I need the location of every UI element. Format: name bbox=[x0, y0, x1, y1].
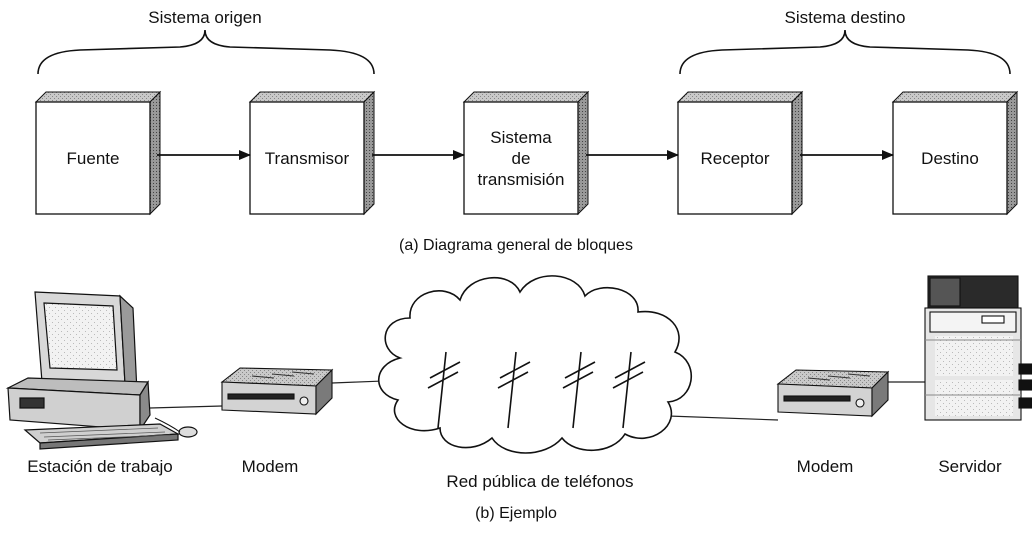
modem-right-label: Modem bbox=[796, 457, 854, 476]
brace-origin bbox=[37, 29, 375, 75]
workstation-icon bbox=[5, 291, 198, 450]
modem-left-label: Modem bbox=[241, 457, 299, 476]
block-label: de bbox=[512, 149, 531, 168]
block-destino: Destino bbox=[891, 90, 1019, 216]
cloud-icon bbox=[377, 275, 692, 454]
origin-system-label: Sistema origen bbox=[148, 8, 262, 27]
destination-system-label: Sistema destino bbox=[784, 8, 906, 27]
link-modem-cloud bbox=[331, 380, 384, 384]
block-fuente: Fuente bbox=[34, 90, 162, 216]
block-label: transmisión bbox=[478, 170, 565, 189]
block-label: Receptor bbox=[701, 149, 770, 168]
telephone-pole-icon bbox=[562, 351, 596, 429]
telephone-pole-icon bbox=[427, 351, 461, 429]
block-receptor: Receptor bbox=[676, 90, 804, 216]
caption-b: (b) Ejemplo bbox=[475, 505, 557, 522]
telephone-pole-icon bbox=[497, 351, 531, 429]
link-cloud-modem bbox=[667, 415, 779, 421]
server-icon bbox=[924, 275, 1032, 421]
server-label: Servidor bbox=[938, 457, 1002, 476]
caption-a: (a) Diagrama general de bloques bbox=[399, 237, 633, 254]
block-label: Sistema bbox=[490, 128, 552, 147]
block-transmisor: Transmisor bbox=[248, 90, 376, 216]
brace-destination bbox=[679, 29, 1011, 75]
block-sistema-transmision: Sistema de transmisión bbox=[462, 90, 590, 216]
telephone-pole-icon bbox=[612, 351, 646, 429]
link-workstation-modem bbox=[149, 405, 223, 409]
modem-icon bbox=[220, 367, 334, 416]
modem-icon bbox=[776, 369, 890, 418]
network-label: Red pública de teléfonos bbox=[446, 472, 634, 491]
block-label: Fuente bbox=[67, 149, 120, 168]
block-label: Destino bbox=[921, 149, 979, 168]
workstation-label: Estación de trabajo bbox=[27, 457, 173, 476]
block-label: Transmisor bbox=[265, 149, 350, 168]
telephone-poles bbox=[427, 351, 646, 429]
